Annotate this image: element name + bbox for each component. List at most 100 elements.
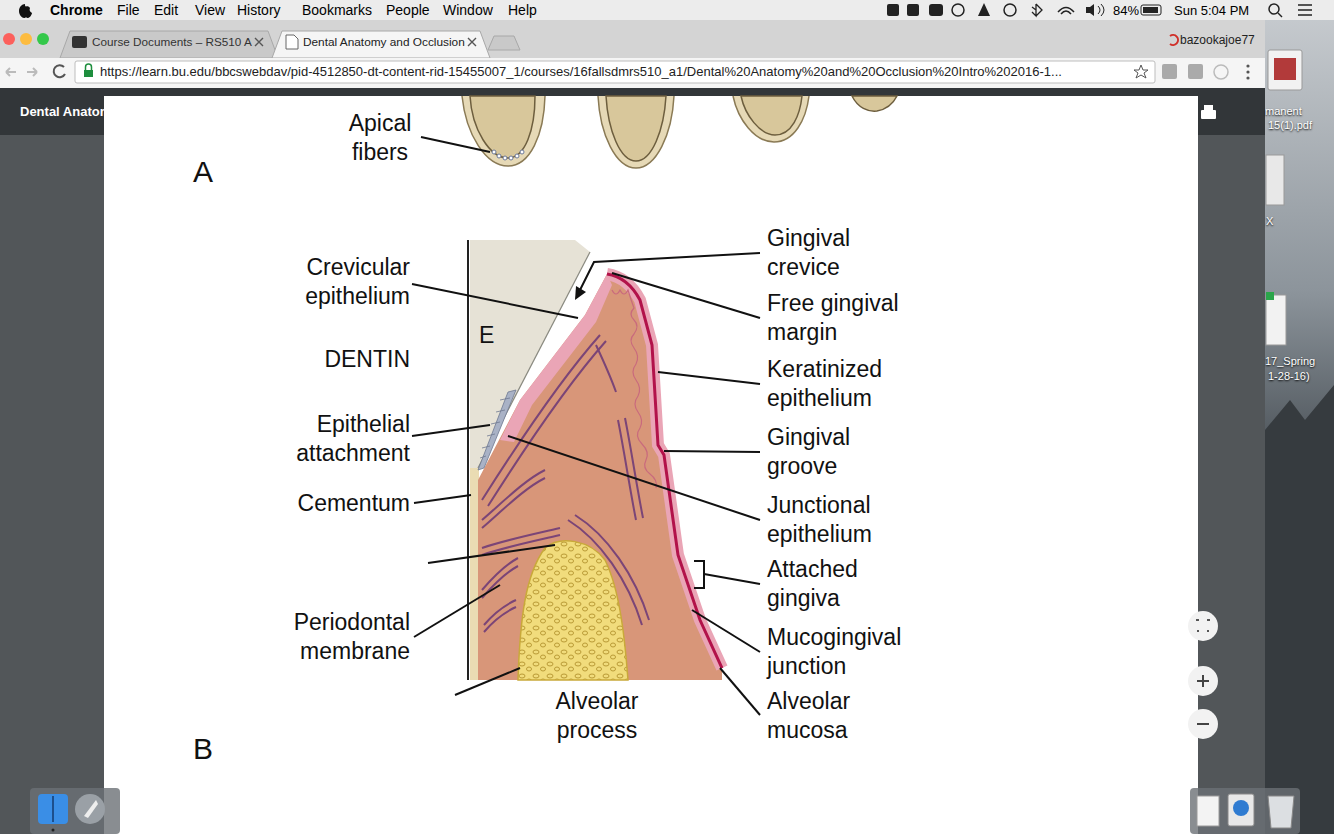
menu-bar: [1269, 4, 1279, 14]
dock: [1268, 796, 1294, 828]
dock: [52, 829, 55, 832]
desktop: [1268, 50, 1302, 90]
toolbar: [0, 58, 1265, 88]
menu-item: Help: [508, 2, 537, 19]
gingiva-section-illustration: [412, 425, 490, 436]
desktop: [1265, 0, 1334, 834]
part-label: Crevicular epithelium: [260, 253, 410, 311]
menu-bar: [1086, 4, 1094, 16]
pdf-viewer: [1201, 110, 1216, 119]
gingiva-section-illustration: [412, 284, 578, 318]
app-menu-name: Chrome: [50, 2, 103, 19]
menu-item: Bookmarks: [302, 2, 372, 19]
tooth-roots-illustration: [598, 96, 674, 168]
part-label: Free gingival margin: [767, 289, 917, 347]
desktop: [1265, 385, 1334, 834]
pdf-viewer: [0, 88, 1265, 834]
menu-item: People: [386, 2, 430, 19]
tab-strip: [272, 31, 490, 58]
menu-bar: [19, 4, 32, 18]
tooth-roots-illustration: [606, 96, 666, 161]
gingiva-section-illustration: [412, 253, 760, 715]
gingiva-section-illustration: [482, 335, 600, 500]
gingiva-section-illustration: [500, 274, 612, 442]
menu-bar: [1058, 8, 1074, 15]
menu-bar: [0, 0, 1334, 20]
url-text: https://learn.bu.edu/bbcswebdav/pid-4512…: [100, 64, 1062, 80]
dock: [1233, 800, 1249, 816]
part-label: Cementum: [260, 489, 410, 518]
part-label: Alveolar process: [522, 687, 672, 745]
gingiva-section-illustration: [612, 290, 656, 488]
figure-letter: B: [193, 732, 213, 766]
battery-percent: 84%: [1113, 3, 1139, 18]
dock: [1190, 788, 1300, 834]
tab-strip: [1170, 35, 1178, 45]
dock: [38, 794, 68, 824]
desktop-file-name: 15(1).pdf: [1268, 119, 1312, 132]
toolbar: [1246, 64, 1249, 67]
desktop: [1266, 292, 1274, 300]
gingiva-section-illustration: [692, 610, 760, 652]
dock: [1228, 794, 1254, 826]
desktop: [1266, 155, 1284, 205]
tooth-roots-illustration: [515, 154, 519, 158]
menu-bar: [1098, 4, 1104, 16]
gingiva-section-illustration: [482, 335, 649, 632]
part-label: Gingival groove: [767, 423, 917, 481]
gingiva-section-illustration: [720, 668, 760, 715]
gingiva-section-illustration: [428, 545, 555, 563]
gingiva-section-illustration: [596, 345, 616, 392]
gingiva-section-illustration: [612, 273, 760, 318]
tooth-roots-illustration: [741, 96, 802, 135]
gingiva-section-illustration: [484, 607, 516, 632]
tab-strip: [60, 31, 278, 58]
toolbar: [6, 68, 16, 76]
gingiva-section-illustration: [625, 418, 643, 518]
dock: [30, 788, 1300, 834]
tooth-roots-illustration: [492, 150, 524, 160]
toolbar: [1162, 64, 1177, 79]
dock: [84, 800, 98, 818]
toolbar: [0, 58, 1265, 88]
part-label: Gingival crevice: [767, 224, 917, 282]
toolbar: [27, 68, 37, 76]
part-label: Epithelial attachment: [260, 410, 410, 468]
part-label: Alveolar mucosa: [767, 687, 917, 745]
menu-bar: [1004, 4, 1016, 16]
toolbar: [84, 70, 93, 77]
tab-strip: [37, 33, 49, 45]
gingiva-section-illustration: [414, 495, 471, 503]
toolbar: [1246, 70, 1249, 73]
toolbar: [75, 61, 1155, 83]
dock: [30, 788, 120, 834]
clock: Sun 5:04 PM: [1174, 3, 1249, 18]
part-label: Junctional epithelium: [767, 491, 917, 549]
menu-item: File: [117, 2, 140, 19]
gingiva-section-illustration: [607, 274, 722, 668]
tooth-roots-illustration: [520, 150, 524, 154]
desktop-file-name: 17_Spring: [1265, 355, 1315, 368]
gingiva-section-illustration: [607, 274, 722, 668]
gingiva-section-illustration: [488, 341, 606, 506]
menu-item: Edit: [154, 2, 178, 19]
gingiva-section-illustration: [470, 468, 479, 680]
gingiva-section-illustration: [664, 451, 760, 452]
pdf-viewer: [104, 96, 1198, 834]
pdf-viewer: [1188, 666, 1218, 696]
gingiva-section-illustration: [467, 240, 469, 680]
menu-bar: [978, 3, 990, 16]
tab-strip: [468, 38, 476, 46]
tab-strip: [20, 33, 32, 45]
tooth-roots-illustration: [503, 156, 507, 160]
dock: [75, 794, 105, 824]
gingiva-section-illustration: [455, 668, 520, 695]
gingiva-section-illustration: [575, 515, 649, 620]
document-title: Dental Anatom: [20, 104, 111, 120]
menu-bar: [1298, 5, 1312, 15]
toolbar: [1214, 65, 1228, 79]
menu-item: History: [237, 2, 281, 19]
menu-bar: [907, 4, 919, 16]
